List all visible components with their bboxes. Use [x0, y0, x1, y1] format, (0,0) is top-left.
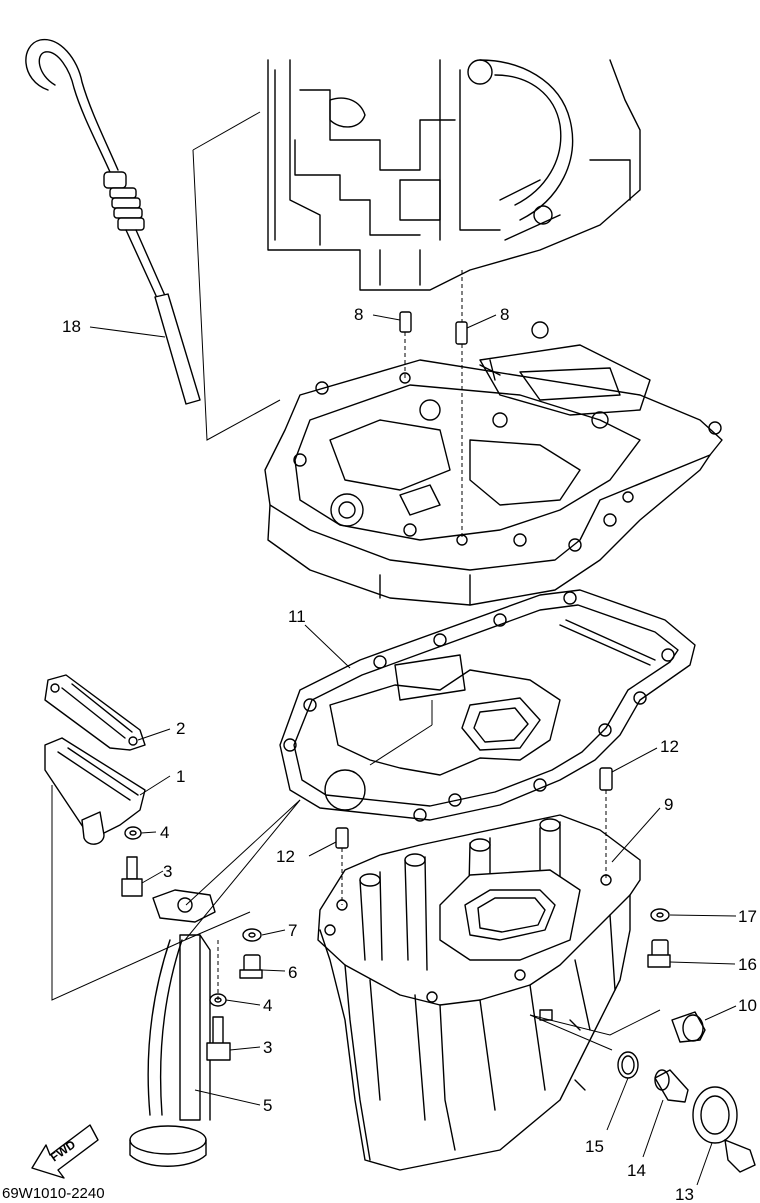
bolt-3-lower	[206, 1016, 231, 1061]
cap-13	[692, 1086, 756, 1173]
oil-pickup-pipe	[129, 889, 216, 1167]
oil-pan	[317, 814, 641, 1171]
washer-17	[650, 908, 670, 922]
callout-11: 11	[288, 607, 306, 626]
dowel-pin-right	[455, 270, 468, 540]
callout-5: 5	[263, 1096, 272, 1115]
bolt-6	[239, 954, 263, 979]
callout-16: 16	[738, 955, 757, 974]
leader-pipe	[185, 799, 301, 906]
plug-14	[654, 1069, 689, 1103]
oil-strainer-body	[44, 737, 146, 845]
callout-4-lower: 4	[263, 996, 272, 1015]
oil-dipstick	[25, 38, 201, 405]
callout-1: 1	[176, 767, 185, 786]
bolt-16	[647, 939, 671, 968]
callout-15: 15	[585, 1137, 604, 1156]
dowel-pin-left	[399, 311, 412, 380]
callout-12-lower: 12	[276, 847, 295, 866]
washer-7	[242, 928, 262, 942]
washer-4-upper	[124, 826, 142, 840]
callout-10: 10	[738, 996, 757, 1015]
callout-leaders	[89, 314, 737, 1186]
callout-13: 13	[675, 1185, 694, 1203]
callout-12-upper: 12	[660, 737, 679, 756]
callout-3-lower: 3	[263, 1038, 272, 1057]
bolt-3-upper	[121, 856, 143, 897]
drain-plug-10	[671, 1011, 706, 1043]
callout-7: 7	[288, 921, 297, 940]
dowel-pin-12-lower	[335, 827, 349, 905]
callout-9: 9	[664, 795, 673, 814]
fwd-arrow-icon: FWD	[31, 1124, 99, 1179]
callout-8-left: 8	[354, 305, 363, 324]
bracket-line	[192, 111, 281, 441]
callout-8-right: 8	[500, 305, 509, 324]
callout-labels: 18 8 8 11 2 1 4 3 7 6 4 3 5 12 12 9 17 1…	[62, 305, 757, 1203]
exhaust-guide-plate	[264, 321, 723, 606]
callout-3-upper: 3	[163, 862, 172, 881]
small-gasket	[44, 674, 146, 751]
bracket-line-left	[51, 785, 301, 1001]
callout-2: 2	[176, 719, 185, 738]
dowel-pin-12-upper	[599, 767, 613, 878]
o-ring-15	[617, 1051, 639, 1079]
callout-6: 6	[288, 963, 297, 982]
cylinder-block	[267, 59, 641, 291]
leader-drain	[529, 1009, 661, 1051]
callout-18: 18	[62, 317, 81, 336]
callout-14: 14	[627, 1161, 646, 1180]
callout-17: 17	[738, 907, 757, 926]
oil-pan-gasket	[279, 589, 696, 822]
drawing-code: 69W1010-2240	[2, 1185, 105, 1202]
callout-4-upper: 4	[160, 823, 169, 842]
